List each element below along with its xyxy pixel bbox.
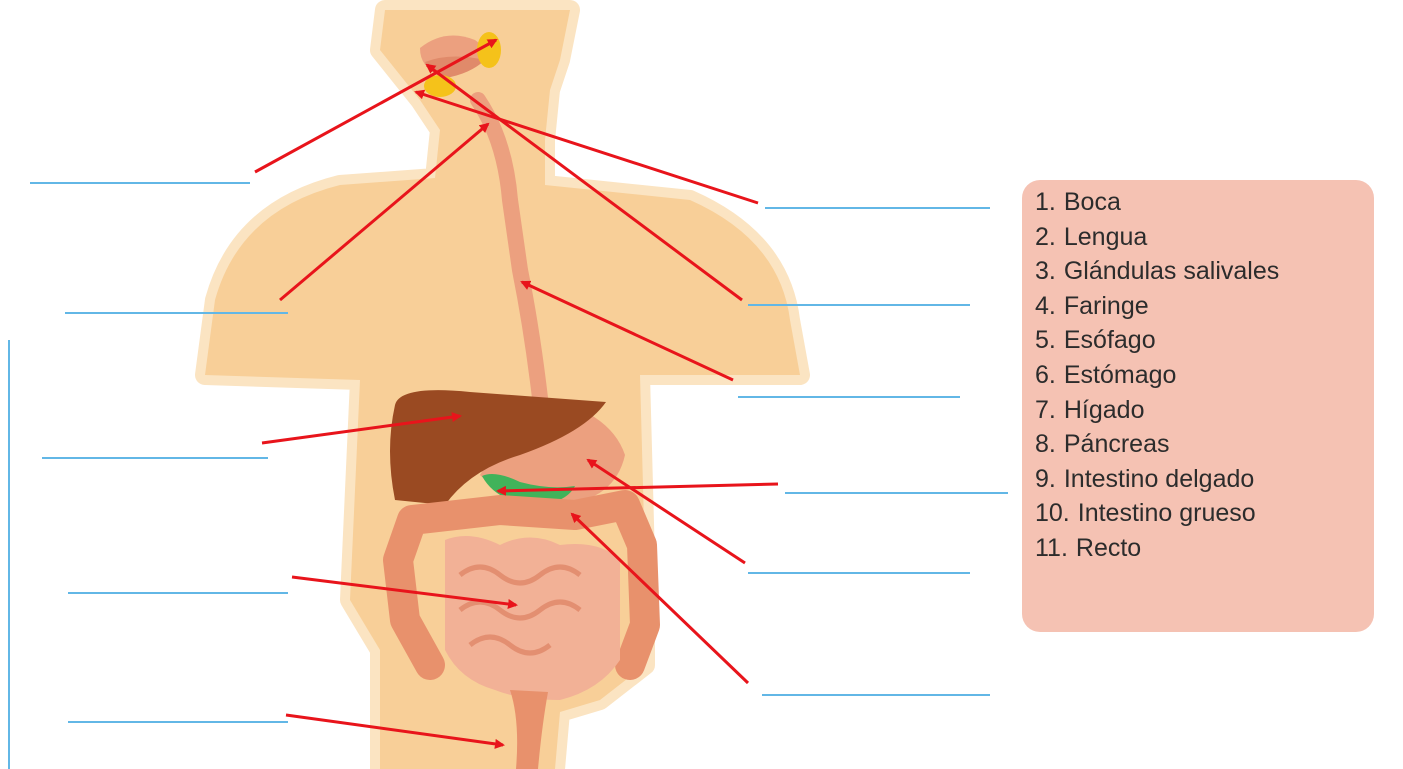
legend-item: 11.Recto bbox=[1035, 531, 1279, 566]
legend-item-number: 6. bbox=[1035, 358, 1056, 393]
legend-item-number: 4. bbox=[1035, 289, 1056, 324]
legend-item: 3.Glándulas salivales bbox=[1035, 254, 1279, 289]
legend-item-number: 5. bbox=[1035, 323, 1056, 358]
legend-item: 2.Lengua bbox=[1035, 220, 1279, 255]
legend-item-number: 11. bbox=[1035, 531, 1068, 566]
legend-item-label: Esófago bbox=[1064, 323, 1156, 358]
legend-item-label: Estómago bbox=[1064, 358, 1177, 393]
legend-item-label: Glándulas salivales bbox=[1064, 254, 1279, 289]
legend-item-label: Intestino delgado bbox=[1064, 462, 1254, 497]
legend-item-label: Intestino grueso bbox=[1078, 496, 1256, 531]
legend-item-label: Lengua bbox=[1064, 220, 1147, 255]
legend-item: 6.Estómago bbox=[1035, 358, 1279, 393]
legend-item-label: Páncreas bbox=[1064, 427, 1170, 462]
legend-item-label: Boca bbox=[1064, 185, 1121, 220]
legend-item: 9.Intestino delgado bbox=[1035, 462, 1279, 497]
legend-item-number: 10. bbox=[1035, 496, 1070, 531]
legend-item: 5.Esófago bbox=[1035, 323, 1279, 358]
legend-item-number: 7. bbox=[1035, 393, 1056, 428]
legend-item: 1.Boca bbox=[1035, 185, 1279, 220]
legend-item: 7.Hígado bbox=[1035, 393, 1279, 428]
legend-item-number: 2. bbox=[1035, 220, 1056, 255]
legend-item-number: 8. bbox=[1035, 427, 1056, 462]
left-margin-line bbox=[8, 340, 10, 769]
legend-item-number: 1. bbox=[1035, 185, 1056, 220]
small-intestine-shape bbox=[445, 536, 620, 700]
legend-item-number: 3. bbox=[1035, 254, 1056, 289]
legend-item-number: 9. bbox=[1035, 462, 1056, 497]
legend-item-label: Hígado bbox=[1064, 393, 1145, 428]
legend-item: 10.Intestino grueso bbox=[1035, 496, 1279, 531]
legend-item-label: Faringe bbox=[1064, 289, 1149, 324]
legend-item: 4.Faringe bbox=[1035, 289, 1279, 324]
legend-item: 8.Páncreas bbox=[1035, 427, 1279, 462]
legend-item-label: Recto bbox=[1076, 531, 1141, 566]
